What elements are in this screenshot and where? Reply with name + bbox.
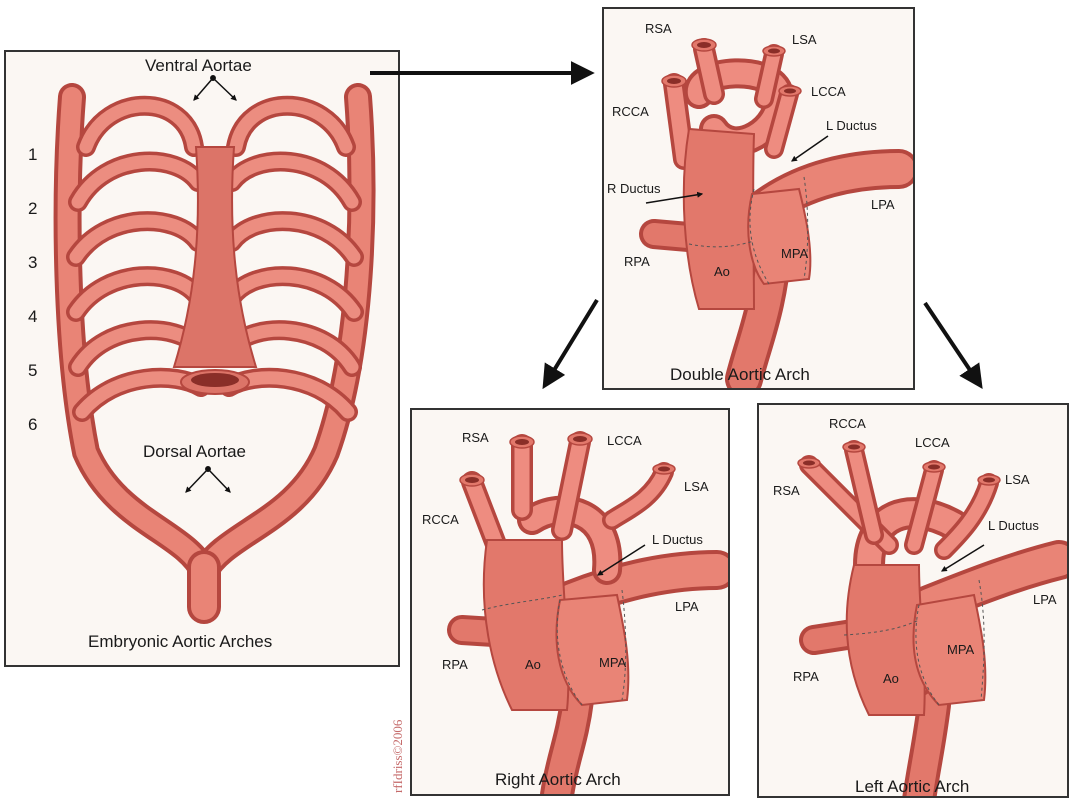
double-aortic-arch-panel: RSA LSA LCCA RCCA L Ductus R Ductus LPA … <box>602 7 915 390</box>
double-rcca-label: RCCA <box>612 105 649 118</box>
embryonic-panel-title: Embryonic Aortic Arches <box>88 633 272 650</box>
double-rsa-label: RSA <box>645 22 672 35</box>
double-lcca-label: LCCA <box>811 85 846 98</box>
double-lpa-label: LPA <box>871 198 895 211</box>
artist-signature: rfIdriss©2006 <box>390 720 406 793</box>
left-rpa-label: RPA <box>793 670 819 683</box>
embryonic-arches-panel: Ventral Aortae Dorsal Aortae 1 2 3 4 5 6… <box>4 50 400 667</box>
left-lpa-label: LPA <box>1033 593 1057 606</box>
right-aortic-arch-panel: RSA LCCA LSA RCCA L Ductus LPA RPA Ao MP… <box>410 408 730 796</box>
right-rcca-label: RCCA <box>422 513 459 526</box>
right-lcca-label: LCCA <box>607 434 642 447</box>
right-mpa-label: MPA <box>599 656 626 669</box>
embryonic-arches-illustration <box>6 52 400 667</box>
right-lsa-label: LSA <box>684 480 709 493</box>
arch-number-5: 5 <box>28 362 37 379</box>
right-rpa-label: RPA <box>442 658 468 671</box>
left-ao-label: Ao <box>883 672 899 685</box>
right-panel-title: Right Aortic Arch <box>495 771 621 788</box>
arch-number-2: 2 <box>28 200 37 217</box>
double-l-ductus-label: L Ductus <box>826 119 877 132</box>
double-lsa-label: LSA <box>792 33 817 46</box>
left-rcca-label: RCCA <box>829 417 866 430</box>
double-mpa-label: MPA <box>781 247 808 260</box>
arch-number-6: 6 <box>28 416 37 433</box>
left-aortic-arch-panel: RCCA LCCA RSA LSA L Ductus LPA RPA Ao MP… <box>757 403 1069 798</box>
arch-number-3: 3 <box>28 254 37 271</box>
double-rpa-label: RPA <box>624 255 650 268</box>
arrow-to-left-arch <box>925 303 980 385</box>
double-aortic-arch-illustration <box>604 9 915 390</box>
arrow-to-right-arch <box>545 300 597 385</box>
right-ao-label: Ao <box>525 658 541 671</box>
double-ao-label: Ao <box>714 265 730 278</box>
left-rsa-label: RSA <box>773 484 800 497</box>
left-lsa-label: LSA <box>1005 473 1030 486</box>
double-panel-title: Double Aortic Arch <box>670 366 810 383</box>
right-lpa-label: LPA <box>675 600 699 613</box>
ventral-aortae-label: Ventral Aortae <box>145 57 252 74</box>
left-panel-title: Left Aortic Arch <box>855 778 969 795</box>
arch-number-4: 4 <box>28 308 37 325</box>
right-rsa-label: RSA <box>462 431 489 444</box>
left-mpa-label: MPA <box>947 643 974 656</box>
left-lcca-label: LCCA <box>915 436 950 449</box>
left-l-ductus-label: L Ductus <box>988 519 1039 532</box>
arch-number-1: 1 <box>28 146 37 163</box>
left-aortic-arch-illustration <box>759 405 1069 798</box>
dorsal-aortae-label: Dorsal Aortae <box>143 443 246 460</box>
double-r-ductus-label: R Ductus <box>607 182 660 195</box>
right-l-ductus-label: L Ductus <box>652 533 703 546</box>
